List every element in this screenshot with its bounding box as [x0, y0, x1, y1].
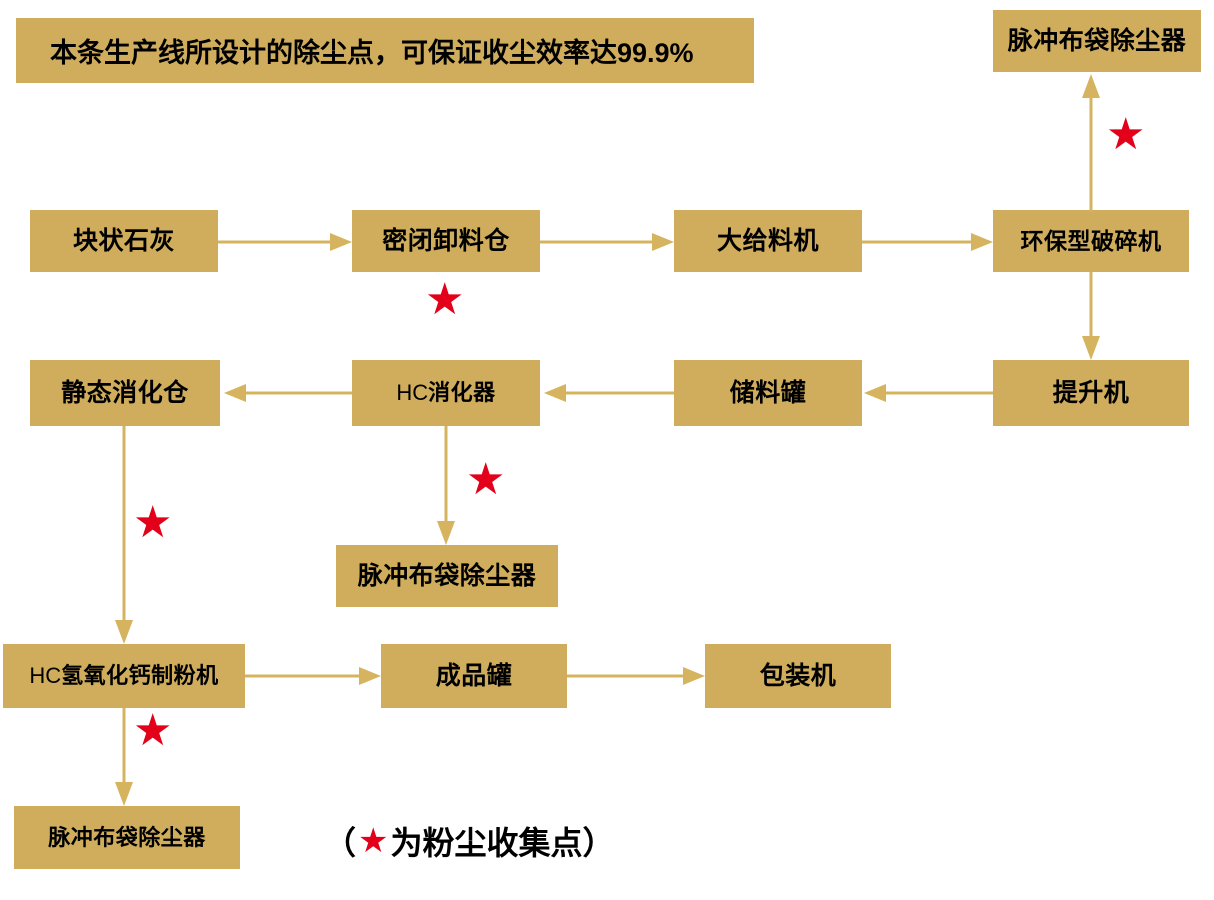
- node-label: 包装机: [759, 661, 837, 690]
- node-finished-product-tank[interactable]: 成品罐: [381, 644, 567, 708]
- hc-suffix: 氢氧化钙制粉机: [61, 663, 219, 688]
- legend: （ ★ 为粉尘收集点 ）: [324, 818, 615, 864]
- node-dust-collector-middle[interactable]: 脉冲布袋除尘器: [336, 545, 558, 607]
- legend-open-paren: （: [324, 825, 357, 861]
- node-label: 静态消化仓: [61, 378, 189, 407]
- legend-close-paren: ）: [582, 825, 615, 861]
- hc-prefix: HC: [29, 663, 62, 688]
- dust-point-star-hc-mill: ★: [133, 705, 173, 756]
- arrow-eco-crusher-to-dust-collector-top-right: [1077, 72, 1105, 212]
- node-label: 脉冲布袋除尘器: [1007, 26, 1187, 55]
- node-hc-digester[interactable]: HC消化器: [352, 360, 540, 426]
- node-label: 密闭卸料仓: [382, 226, 510, 255]
- node-packaging-machine[interactable]: 包装机: [705, 644, 891, 708]
- legend-text: 为粉尘收集点: [390, 825, 583, 861]
- node-label: 脉冲布袋除尘器: [48, 824, 206, 850]
- node-dust-collector-top-right[interactable]: 脉冲布袋除尘器: [993, 10, 1201, 72]
- node-label: 块状石灰: [72, 226, 175, 255]
- node-sealed-discharge-bin[interactable]: 密闭卸料仓: [352, 210, 540, 272]
- arrow-elevator-to-storage-tank: [862, 379, 995, 407]
- arrow-hc-digester-to-static-digestion-bin: [220, 379, 354, 407]
- arrow-finished-product-tank-to-packaging-machine: [567, 662, 707, 690]
- arrow-storage-tank-to-hc-digester: [540, 379, 676, 407]
- node-large-feeder[interactable]: 大给料机: [674, 210, 862, 272]
- legend-star-icon: ★: [358, 821, 389, 861]
- node-label: 脉冲布袋除尘器: [357, 561, 537, 590]
- node-label: HC氢氧化钙制粉机: [29, 665, 218, 687]
- node-elevator[interactable]: 提升机: [993, 360, 1189, 426]
- node-static-digestion-bin[interactable]: 静态消化仓: [30, 360, 220, 426]
- arrow-static-digestion-bin-to-hc-hydrated-lime-mill: [110, 426, 138, 646]
- node-dust-collector-bottom[interactable]: 脉冲布袋除尘器: [14, 806, 240, 869]
- title-banner: 本条生产线所设计的除尘点，可保证收尘效率达99.9%: [16, 18, 754, 83]
- arrow-lump-lime-to-sealed-discharge-bin: [218, 228, 354, 256]
- dust-point-star-static-digestion-bin: ★: [133, 497, 173, 548]
- node-eco-crusher[interactable]: 环保型破碎机: [993, 210, 1189, 272]
- dust-point-star-sealed-discharge-bin: ★: [425, 274, 465, 325]
- dust-point-star-crusher: ★: [1106, 109, 1146, 160]
- hc-prefix: HC: [396, 380, 429, 405]
- node-label: 成品罐: [435, 661, 513, 690]
- node-label: 环保型破碎机: [1020, 227, 1162, 254]
- node-lump-lime[interactable]: 块状石灰: [30, 210, 218, 272]
- arrow-hc-hydrated-lime-mill-to-finished-product-tank: [245, 662, 383, 690]
- node-label: 提升机: [1052, 378, 1130, 407]
- node-label: HC消化器: [396, 382, 495, 404]
- node-label: 储料罐: [729, 378, 807, 407]
- arrow-large-feeder-to-eco-crusher: [862, 228, 995, 256]
- node-storage-tank[interactable]: 储料罐: [674, 360, 862, 426]
- node-hc-hydrated-lime-mill[interactable]: HC氢氧化钙制粉机: [3, 644, 245, 708]
- title-banner-text: 本条生产线所设计的除尘点，可保证收尘效率达99.9%: [50, 38, 694, 68]
- arrow-eco-crusher-to-elevator: [1077, 272, 1105, 362]
- hc-suffix: 消化器: [428, 380, 496, 405]
- dust-point-star-hc-digester: ★: [466, 454, 506, 505]
- arrow-hc-digester-to-dust-collector-middle: [432, 426, 460, 547]
- node-label: 大给料机: [716, 226, 819, 255]
- arrow-sealed-discharge-bin-to-large-feeder: [540, 228, 676, 256]
- arrow-hc-hydrated-lime-mill-to-dust-collector-bottom: [110, 708, 138, 808]
